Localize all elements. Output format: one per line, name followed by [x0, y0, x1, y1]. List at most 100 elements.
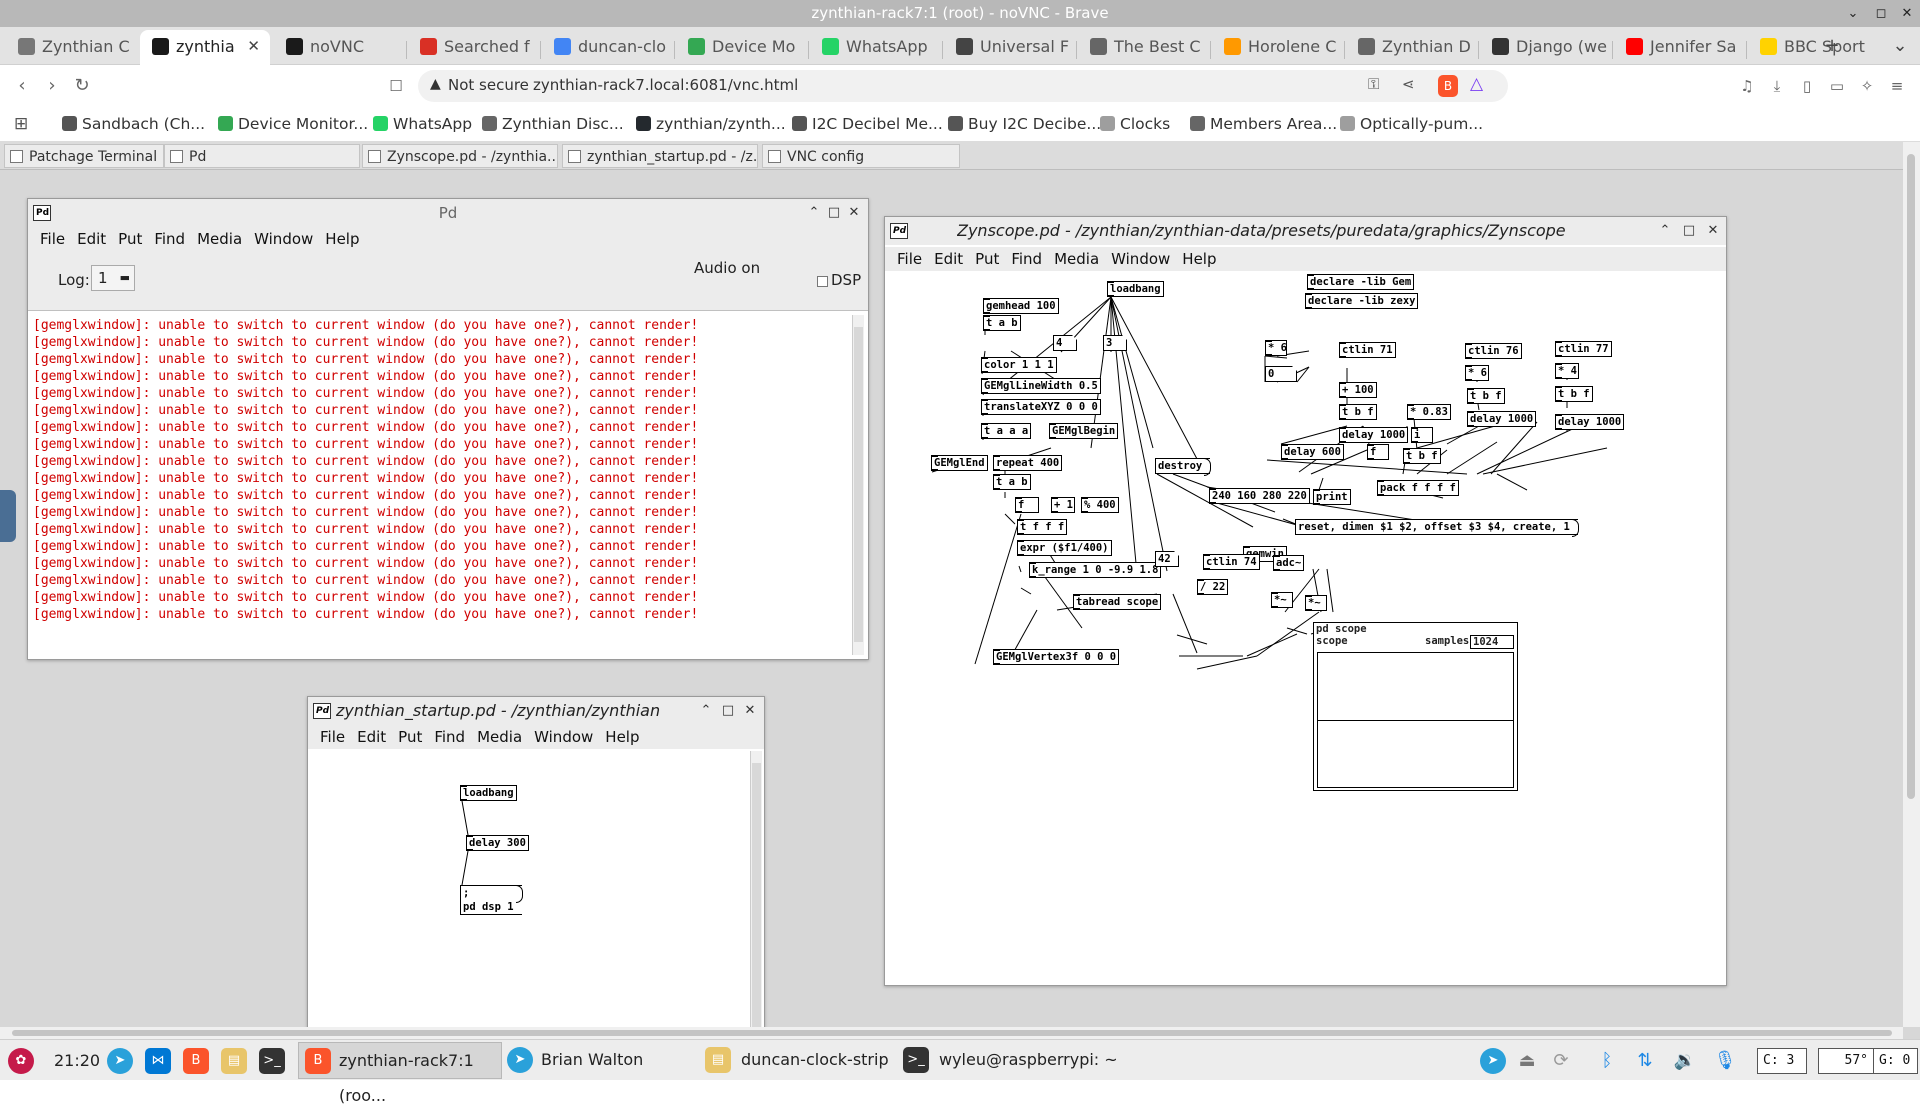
menu-media[interactable]: Media [197, 230, 243, 248]
browser-tab[interactable]: Zynthian D [1346, 30, 1476, 65]
number-atom[interactable]: 0 [1265, 366, 1297, 382]
repeat-object[interactable]: repeat 400 [993, 455, 1063, 471]
menu-find[interactable]: Find [1011, 250, 1043, 268]
startup-scrollbar-thumb[interactable] [752, 763, 761, 1038]
pd-log-console[interactable]: [gemglxwindow]: unable to switch to curr… [33, 315, 851, 655]
menu-file[interactable]: File [40, 230, 66, 248]
plus-object[interactable]: + 100 [1339, 382, 1377, 398]
leo-icon[interactable]: ✧ [1860, 77, 1874, 95]
print-object[interactable]: print [1313, 489, 1351, 505]
divide-object[interactable]: / 22 [1197, 579, 1229, 595]
trigger-object[interactable]: t b f [1467, 388, 1505, 404]
sync-icon[interactable]: ⟳ [1553, 1050, 1569, 1071]
trigger-object[interactable]: t b f [1555, 386, 1593, 402]
delay-object[interactable]: delay 1000 [1555, 414, 1625, 430]
krange-object[interactable]: k_range 1 0 -9.9 1.8 [1029, 562, 1162, 578]
bookmark-item[interactable]: Members Area... [1190, 107, 1337, 142]
menu-edit[interactable]: Edit [934, 250, 964, 268]
maximize-icon[interactable]: ◻ [1875, 6, 1887, 21]
gpu-monitor[interactable]: G: 0 [1873, 1048, 1918, 1074]
music-icon[interactable]: ♫ [1740, 77, 1754, 95]
menu-icon[interactable]: ≡ [1890, 77, 1904, 95]
gl-end-object[interactable]: GEMglEnd [931, 455, 988, 471]
ctlin-object[interactable]: ctlin 74 [1203, 554, 1260, 570]
bookmark-item[interactable]: zynthian/zynth... [636, 107, 786, 142]
pd-scope-subpatch[interactable]: pd scope scope samples 1024 [1313, 622, 1518, 791]
bookmark-item[interactable]: WhatsApp [373, 107, 472, 142]
startup-scrollbar[interactable] [750, 751, 762, 1039]
delay-object[interactable]: delay 600 [1281, 444, 1344, 460]
clock-time[interactable]: 21:20 [54, 1051, 101, 1070]
multiply-object[interactable]: * 0.83 [1407, 404, 1451, 420]
trigger-object[interactable]: t a a a [981, 423, 1032, 439]
security-label[interactable]: Not secure [448, 76, 529, 94]
dsp-message-box[interactable]: ; pd dsp 1 [460, 885, 523, 915]
terminal-launcher-icon[interactable]: >_ [259, 1048, 285, 1074]
pd-main-maximize-icon[interactable]: □ [827, 205, 841, 220]
trigger-object[interactable]: t b f [1403, 448, 1441, 464]
forward-icon[interactable]: › [48, 75, 56, 96]
int-object[interactable]: i [1411, 427, 1433, 443]
color-object[interactable]: color 1 1 1 [981, 357, 1057, 373]
vscode-launcher-icon[interactable]: ⋈ [145, 1048, 171, 1074]
signal-multiply-object[interactable]: *~ [1305, 595, 1327, 611]
sidebar-icon[interactable]: ▯ [1802, 77, 1812, 95]
browser-tab[interactable]: The Best C [1078, 30, 1208, 65]
bookmark-item[interactable]: Sandbach (Ch... [62, 107, 205, 142]
trigger-object[interactable]: t f f f [1017, 519, 1068, 535]
bookmark-icon[interactable]: ☐ [389, 77, 403, 95]
browser-tab[interactable]: Searched f [408, 30, 538, 65]
back-icon[interactable]: ‹ [18, 75, 26, 96]
startup-collapse-icon[interactable]: ⌃ [700, 703, 712, 718]
warning-icon[interactable]: ▲ [430, 76, 441, 92]
telegram-launcher-icon[interactable]: ➤ [107, 1048, 133, 1074]
menu-media[interactable]: Media [477, 728, 523, 746]
gl-linewidth-object[interactable]: GEMglLineWidth 0.5 [981, 378, 1101, 394]
pd-main-titlebar[interactable]: Pd Pd ⌃ □ ✕ [28, 199, 868, 227]
declare-zexy-object[interactable]: declare -lib zexy [1305, 293, 1419, 309]
close-icon[interactable]: ✕ [1901, 6, 1913, 21]
volume-icon[interactable]: 🔉 [1673, 1050, 1697, 1071]
declare-gem-object[interactable]: declare -lib Gem [1307, 274, 1415, 290]
network-icon[interactable]: ⇅ [1637, 1050, 1653, 1071]
temperature-monitor[interactable]: 57° [1818, 1048, 1874, 1074]
address-bar[interactable]: ▲ Not secure zynthian-rack7.local:6081/v… [418, 70, 1508, 102]
bookmark-item[interactable]: Zynthian Disc... [482, 107, 624, 142]
brave-shields-icon[interactable]: B [1438, 75, 1458, 97]
multiply-object[interactable]: * 6 [1465, 365, 1489, 381]
multiply-object[interactable]: * 6 [1265, 340, 1287, 356]
browser-tab[interactable]: WhatsApp [810, 30, 940, 65]
url-text[interactable]: zynthian-rack7.local:6081/vnc.html [533, 76, 799, 94]
samples-number-box[interactable]: 1024 [1470, 635, 1514, 649]
vnc-task-button[interactable]: zynthian_startup.pd - /z... [562, 144, 758, 168]
tab-close-icon[interactable]: ✕ [247, 37, 260, 55]
startup-maximize-icon[interactable]: □ [721, 703, 735, 718]
ctlin-object[interactable]: ctlin 76 [1465, 343, 1522, 359]
zynscope-collapse-icon[interactable]: ⌃ [1659, 223, 1671, 238]
plus-object[interactable]: + 1 [1051, 497, 1075, 513]
log-scrollbar[interactable] [852, 315, 864, 655]
reset-message[interactable]: reset, dimen $1 $2, offset $3 $4, create… [1295, 519, 1579, 537]
share-icon[interactable]: ⋖ [1402, 75, 1415, 93]
reload-icon[interactable]: ↻ [74, 75, 90, 96]
zynscope-close-icon[interactable]: ✕ [1707, 223, 1719, 238]
adc-object[interactable]: adc~ [1273, 555, 1305, 571]
vnc-horizontal-thumb[interactable] [12, 1030, 1892, 1036]
menu-find[interactable]: Find [434, 728, 466, 746]
browser-tab[interactable]: duncan-clo [542, 30, 672, 65]
tab-search-icon[interactable]: ⌄ [1892, 35, 1908, 56]
novnc-control-handle[interactable] [0, 490, 16, 542]
delay-object[interactable]: delay 1000 [1339, 427, 1409, 443]
float-object[interactable]: f [1015, 497, 1039, 513]
browser-tab[interactable]: Device Mo [676, 30, 806, 65]
delay-object[interactable]: delay 1000 [1467, 411, 1537, 427]
vnc-vertical-thumb[interactable] [1907, 154, 1915, 799]
modulo-object[interactable]: % 400 [1081, 497, 1119, 513]
browser-tab[interactable]: Zynthian C [6, 30, 136, 65]
browser-tab[interactable]: BBC Sport [1748, 30, 1878, 65]
log-level-select[interactable]: 1 ▬ [91, 265, 135, 291]
download-icon[interactable]: ⤓ [1773, 77, 1781, 95]
brave-launcher-icon[interactable]: B [183, 1048, 209, 1074]
browser-tab[interactable]: Jennifer Sa [1614, 30, 1744, 65]
